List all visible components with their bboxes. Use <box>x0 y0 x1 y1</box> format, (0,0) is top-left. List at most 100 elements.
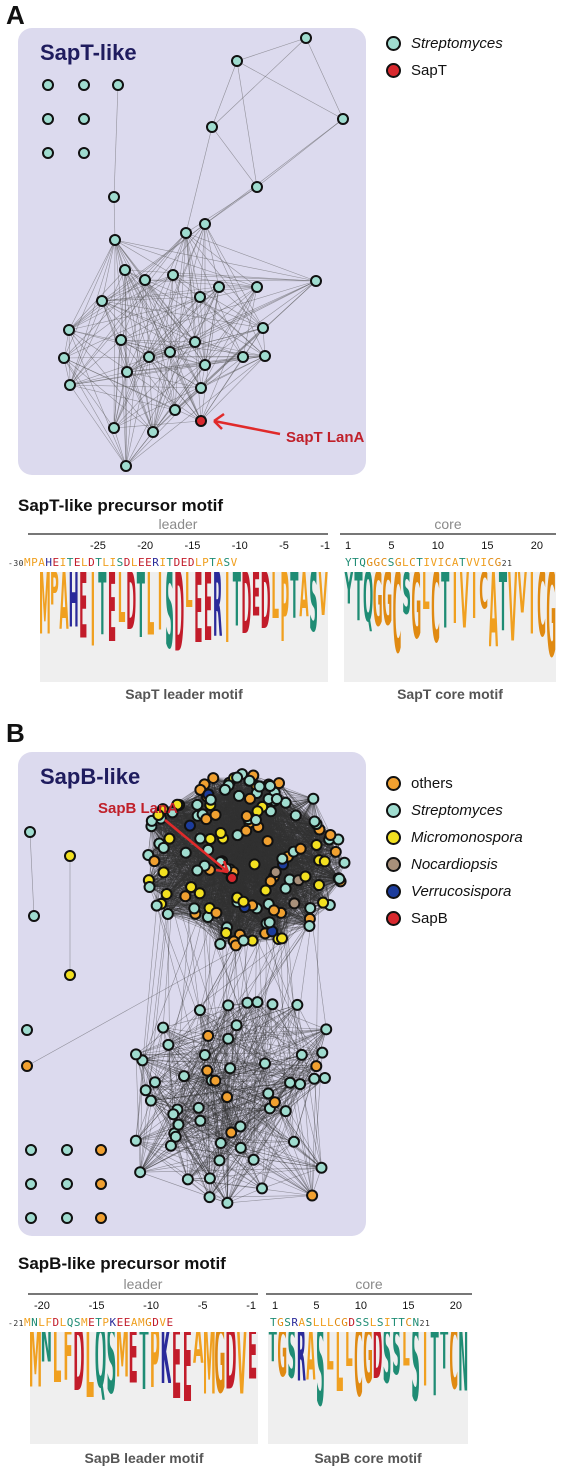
residue: V <box>230 556 238 569</box>
logo-letter: T <box>136 572 145 653</box>
legend-item-streptomyces: Streptomyces <box>386 30 503 57</box>
residue: V <box>466 556 474 569</box>
residue: C <box>444 556 452 569</box>
residue: C <box>380 556 388 569</box>
logo-letter: Y <box>344 572 354 611</box>
logo-letter: V <box>517 572 527 623</box>
sapt-core-positions: 1 5 10 15 20 <box>345 540 543 552</box>
logo-letter: H <box>68 572 79 639</box>
logo-letter: C <box>537 572 546 652</box>
logo-letter: M <box>40 572 50 648</box>
sapt-leader-caption: SapT leader motif <box>125 686 243 702</box>
logo-letter: G <box>546 572 556 676</box>
logo-letter: E <box>194 572 203 658</box>
residue: Q <box>359 556 367 569</box>
logo-letter: L <box>146 572 155 650</box>
logo-letter: D <box>126 572 136 642</box>
sapt-leader-logo: MPAHEITELDTLISDLEERITDEDLPTASV <box>40 572 328 682</box>
residue: T <box>66 556 74 569</box>
residue: T <box>166 556 174 569</box>
logo-letter: C <box>431 572 440 659</box>
position-tick: 10 <box>431 540 444 552</box>
logo-letter: C <box>479 572 489 617</box>
residue: G <box>394 556 402 569</box>
residue: E <box>137 556 146 569</box>
residue: T <box>95 556 103 569</box>
position-tick: 15 <box>481 540 494 552</box>
sapb-network-box <box>18 752 366 1236</box>
panel-a-legend: Streptomyces SapT <box>386 30 503 84</box>
logo-letter: G <box>382 572 393 637</box>
residue: S <box>387 556 395 569</box>
legend-label: SapT <box>411 62 447 79</box>
logo-letter: S <box>309 572 318 646</box>
residue: S <box>223 556 231 569</box>
residue: S <box>116 556 124 569</box>
logo-letter: Q <box>363 572 373 634</box>
logo-letter: D <box>241 572 252 647</box>
logo-letter: R <box>212 572 223 652</box>
sapb-network-title: SapB-like <box>40 764 141 789</box>
residue: V <box>430 556 438 569</box>
logo-letter: L <box>184 572 193 616</box>
position-tick: -5 <box>279 540 289 552</box>
residue: I <box>437 556 445 569</box>
leader-bar <box>28 533 328 535</box>
sapt-core-segment: core <box>340 516 556 535</box>
legend-label: Streptomyces <box>411 35 503 52</box>
residue: E <box>73 556 81 569</box>
leader-start-index: -30 <box>8 559 24 568</box>
residue: E <box>145 556 153 569</box>
core-end-index: 21 <box>501 559 513 568</box>
residue: L <box>402 556 410 569</box>
logo-letter: I <box>529 572 535 649</box>
panel-a-letter: A <box>6 0 25 30</box>
residue: R <box>152 556 160 569</box>
logo-letter: D <box>260 572 271 642</box>
residue: A <box>216 556 224 569</box>
residue: E <box>52 556 60 569</box>
logo-letter: T <box>290 572 299 628</box>
sapt-motif-title: SapT-like precursor motif <box>18 496 223 515</box>
logo-letter: E <box>79 572 88 654</box>
core-bar <box>340 533 556 535</box>
residue: I <box>423 556 431 569</box>
residue: Y <box>345 556 353 569</box>
legend-item-sapt: SapT <box>386 57 503 84</box>
residue: E <box>180 556 188 569</box>
logo-letter: T <box>98 572 107 650</box>
residue: T <box>459 556 467 569</box>
logo-letter: T <box>498 572 508 645</box>
sapt-color-dot <box>386 63 401 78</box>
residue: L <box>194 556 203 569</box>
position-tick: -20 <box>137 540 154 552</box>
panel-b-letter: B <box>6 718 25 748</box>
core-label: core <box>434 516 462 532</box>
logo-letter: A <box>299 572 309 626</box>
position-tick: 5 <box>388 540 395 552</box>
residue: L <box>130 556 138 569</box>
logo-letter: T <box>354 572 363 632</box>
residue: T <box>352 556 360 569</box>
residue: D <box>88 556 96 569</box>
residue: I <box>59 556 67 569</box>
position-tick: 1 <box>345 540 352 552</box>
logo-letter: L <box>271 572 280 629</box>
logo-letter: G <box>372 572 383 638</box>
sapt-leader-positions: -25 -20 -15 -10 -5 -1 <box>90 540 330 552</box>
logo-letter: T <box>441 572 450 641</box>
core-sequence-text: YTQGGCSGLCTIVICATVVICG <box>345 556 502 569</box>
sapt-leader-segment: leader <box>28 516 328 535</box>
logo-letter: I <box>452 572 458 635</box>
residue: M <box>23 556 32 569</box>
residue: C <box>409 556 417 569</box>
residue: I <box>109 556 117 569</box>
residue: L <box>80 556 89 569</box>
logo-letter: E <box>203 572 213 657</box>
residue: T <box>209 556 217 569</box>
streptomyces-color-dot <box>386 36 401 51</box>
logo-letter: D <box>174 572 184 670</box>
logo-letter: I <box>471 572 477 629</box>
sapt-leader-sequence: -30MPAHEITELDTLISDLEERITDEDLPTASV <box>8 556 238 569</box>
